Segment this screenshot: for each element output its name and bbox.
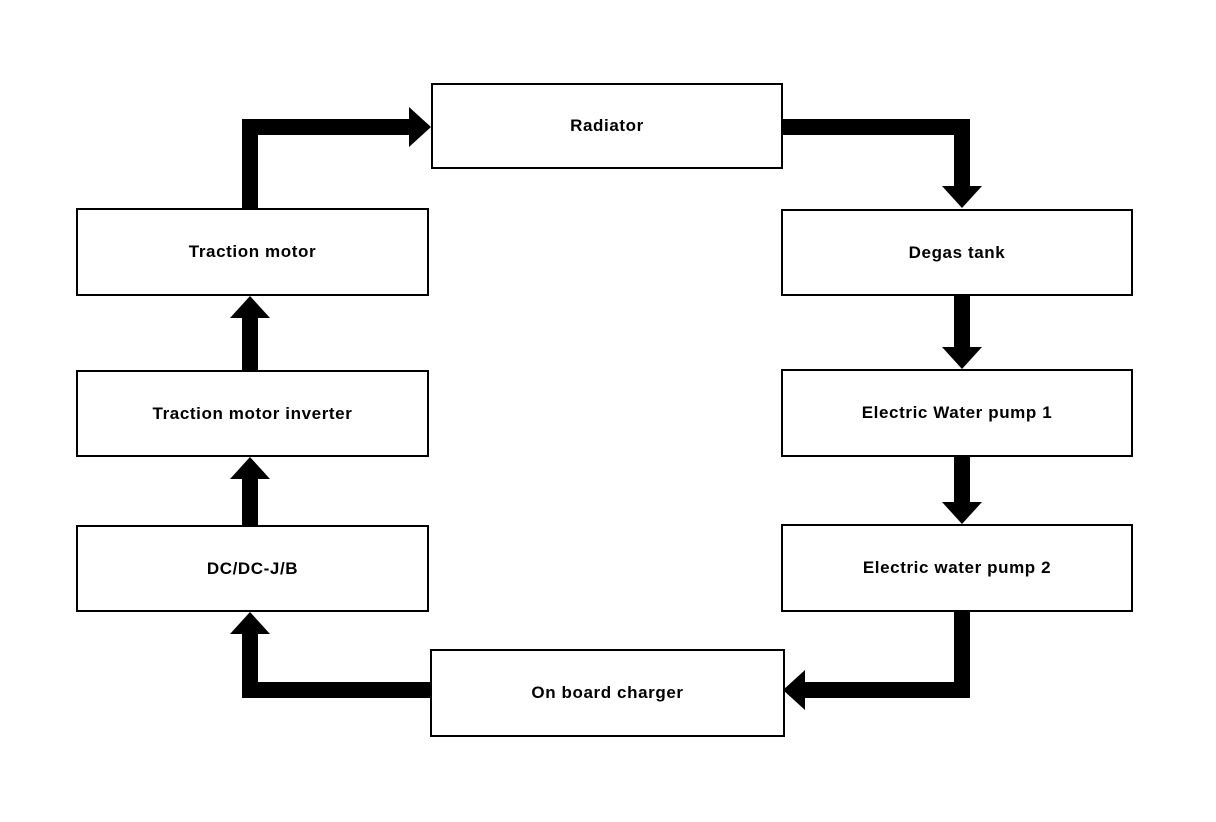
arrow-traction-motor-inverter-to-traction-motor: [230, 296, 270, 370]
node-traction-motor-inverter: Traction motor inverter: [76, 370, 429, 457]
node-electric-water-pump-1: Electric Water pump 1: [781, 369, 1133, 457]
node-label: Traction motor inverter: [152, 403, 353, 423]
node-label: Electric Water pump 1: [861, 403, 1053, 422]
node-label: Radiator: [570, 116, 644, 135]
arrow-traction-motor-to-radiator: [242, 107, 431, 208]
arrow-radiator-to-degas-tank: [783, 119, 982, 208]
arrow-electric-water-pump-2-to-on-board-charger: [783, 612, 970, 710]
arrow-degas-tank-to-electric-water-pump-1: [942, 296, 982, 369]
node-traction-motor: Traction motor: [76, 208, 429, 296]
node-label: Traction motor: [188, 242, 317, 261]
node-label: Degas tank: [908, 242, 1006, 262]
node-dc-dc-jb: DC/DC-J/B: [76, 525, 429, 612]
node-label: Electric water pump 2: [862, 558, 1052, 577]
node-radiator: Radiator: [431, 83, 783, 169]
node-degas-tank: Degas tank: [781, 209, 1133, 296]
node-electric-water-pump-2: Electric water pump 2: [781, 524, 1133, 612]
node-label: On board charger: [531, 683, 684, 702]
arrow-on-board-charger-to-dc-dc-jb: [230, 612, 430, 698]
arrow-electric-water-pump-1-to-electric-water-pump-2: [942, 457, 982, 524]
arrow-dc-dc-jb-to-traction-motor-inverter: [230, 457, 270, 525]
node-label: DC/DC-J/B: [206, 558, 299, 578]
node-on-board-charger: On board charger: [430, 649, 785, 737]
